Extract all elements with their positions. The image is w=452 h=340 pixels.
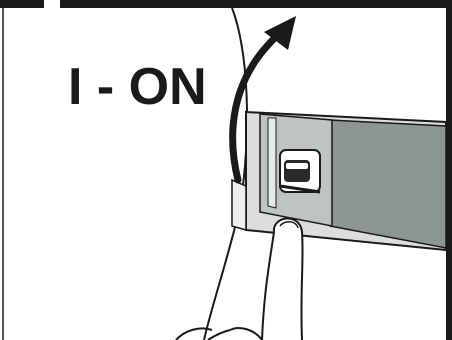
pointing-finger-icon xyxy=(175,217,304,340)
toggle-switch-icon xyxy=(279,149,321,194)
top-bar-left xyxy=(0,0,44,8)
appliance-edge xyxy=(203,7,249,340)
recess-bevel xyxy=(267,117,277,209)
top-bar-right xyxy=(60,0,452,8)
panel-side-face xyxy=(231,178,247,231)
right-border xyxy=(446,8,452,340)
instruction-label: I - ON xyxy=(68,58,207,116)
panel-dark-section xyxy=(329,119,447,249)
curved-arrow-up-right-icon xyxy=(229,16,296,184)
